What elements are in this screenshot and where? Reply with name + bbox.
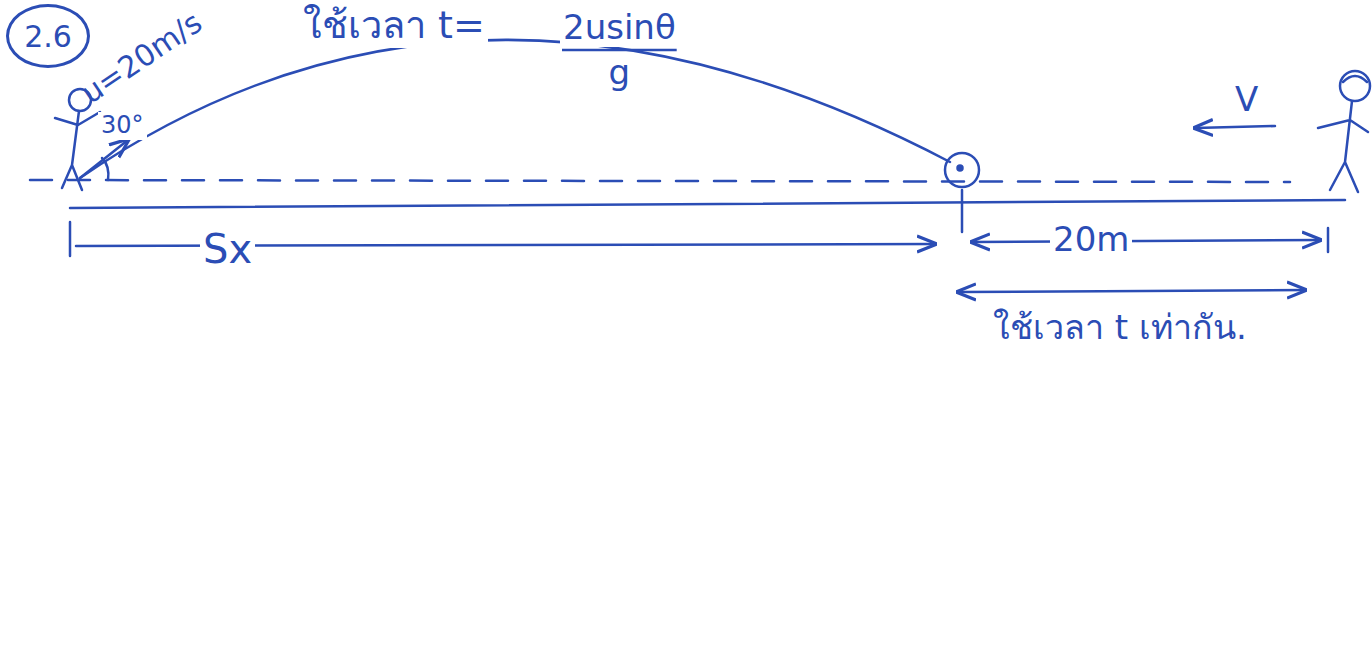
sx-tick bbox=[69, 222, 72, 256]
equal-time-note: ใช้เวลา t เท่ากัน. bbox=[990, 308, 1250, 347]
time-dimension bbox=[958, 290, 1305, 292]
velocity-v-arrow bbox=[1195, 126, 1275, 128]
launch-level bbox=[30, 180, 1290, 182]
time-label: ใช้เวลา t= bbox=[300, 4, 488, 48]
problem-number-circle: 2.6 bbox=[6, 4, 90, 68]
catcher-head bbox=[1340, 71, 1370, 101]
fraction-bar bbox=[562, 49, 677, 52]
formula-denominator: g bbox=[606, 53, 634, 92]
problem-number: 2.6 bbox=[24, 19, 72, 54]
catcher-body bbox=[1318, 101, 1368, 192]
formula-numerator: 2usinθ bbox=[560, 8, 679, 47]
ball-tick bbox=[961, 190, 964, 232]
velocity-label: u=20m/s bbox=[73, 4, 211, 113]
distance-dimension bbox=[972, 240, 1320, 242]
right-tick bbox=[1327, 228, 1330, 252]
thrower-body bbox=[55, 111, 100, 190]
distance-label: 20m bbox=[1050, 220, 1132, 259]
sx-label: Sx bbox=[200, 226, 255, 272]
velocity-v-label: V bbox=[1232, 80, 1261, 119]
ball bbox=[945, 153, 979, 187]
angle-label: 30° bbox=[98, 112, 147, 140]
trajectory bbox=[80, 40, 950, 178]
ball-dot bbox=[958, 166, 963, 171]
ground-line bbox=[70, 200, 1345, 208]
angle-arc bbox=[102, 158, 108, 180]
catcher-helmet bbox=[1343, 76, 1367, 82]
